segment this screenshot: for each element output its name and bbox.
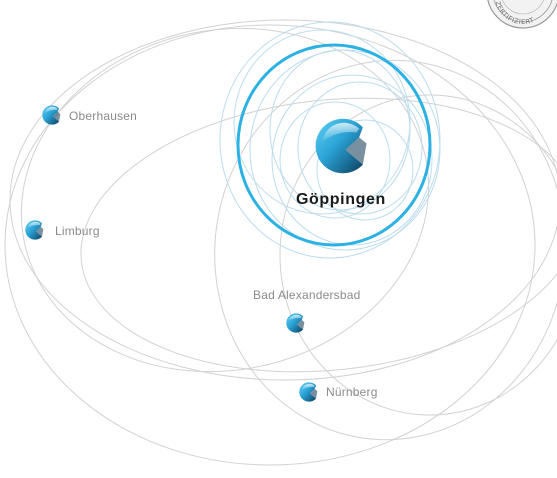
location-logo-icon-nuernberg bbox=[299, 382, 318, 402]
orbit-ring bbox=[9, 19, 557, 381]
orbit-ring bbox=[233, 29, 411, 215]
hub-ring bbox=[236, 43, 432, 247]
location-logo-icon-bad-alexandersbad bbox=[286, 313, 305, 333]
location-label-oberhausen: Oberhausen bbox=[69, 109, 138, 123]
orbit-ring bbox=[279, 101, 391, 219]
orbit-ring bbox=[316, 119, 414, 221]
location-logo-icon-oberhausen bbox=[42, 105, 61, 125]
orbit-ring bbox=[80, 97, 557, 373]
orbit-ring bbox=[271, 74, 433, 246]
location-label-limburg: Limburg bbox=[55, 224, 100, 238]
orbit-ring bbox=[297, 81, 423, 215]
certification-seal-icon: ZERTIFIZIERT bbox=[487, 0, 557, 29]
location-label-bad-alexandersbad: Bad Alexandersbad bbox=[253, 288, 361, 302]
hub-logo-icon bbox=[315, 118, 367, 174]
location-label-nuernberg: Nürnberg bbox=[326, 385, 378, 399]
orbit-ring bbox=[279, 94, 557, 416]
orbit-ring bbox=[4, 24, 536, 466]
location-logo-icon-limburg bbox=[25, 220, 44, 240]
orbit-ring bbox=[214, 59, 557, 441]
hub-orbits bbox=[219, 21, 441, 259]
hub-label: Göppingen bbox=[296, 191, 386, 208]
orbit-ring bbox=[20, 27, 430, 373]
outer-orbits bbox=[4, 19, 557, 466]
